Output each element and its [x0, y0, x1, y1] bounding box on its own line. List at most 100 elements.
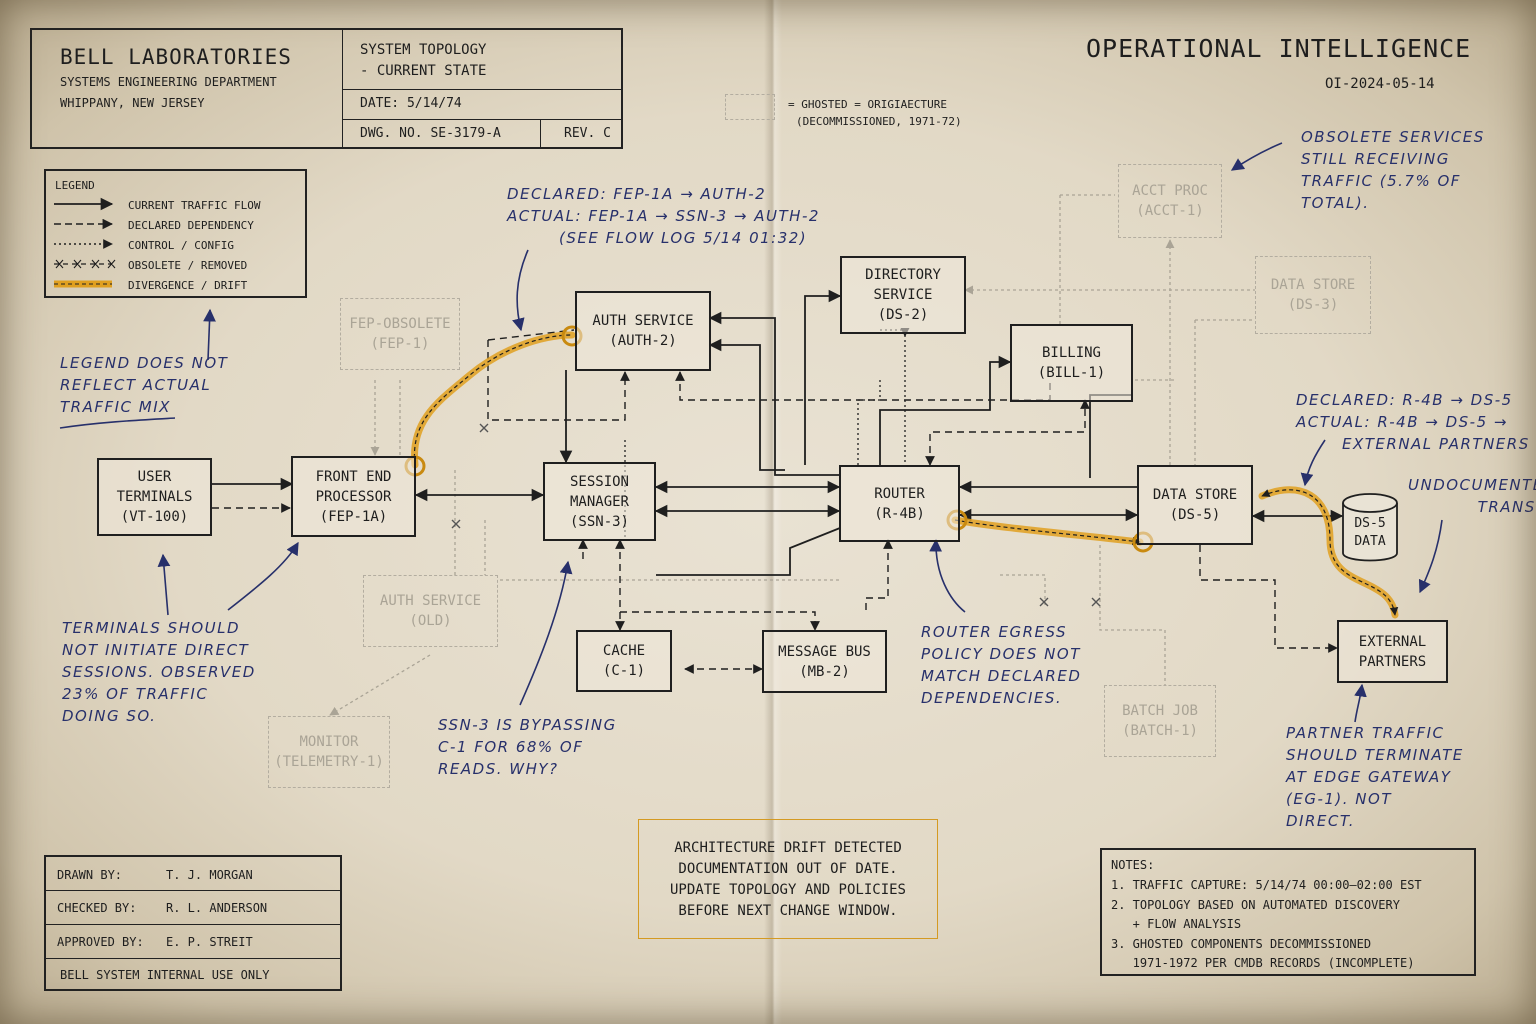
location: WHIPPANY, NEW JERSEY [60, 96, 205, 110]
legend-item-obsolete: OBSOLETE / REMOVED [128, 259, 248, 272]
legend-item-declared: DECLARED DEPENDENCY [128, 219, 254, 232]
annotation-line: DEPENDENCIES. [921, 689, 1063, 707]
ghost-key-swatch [725, 94, 775, 120]
node-label: ACCT PROC [1132, 183, 1208, 199]
annotation-line: TOTAL). [1301, 194, 1370, 212]
annotation-partner-note: PARTNER TRAFFIC SHOULD TERMINATE AT EDGE… [1286, 722, 1464, 832]
node-id: (R-4B) [874, 505, 925, 522]
alert-line: UPDATE TOPOLOGY AND POLICIES [669, 882, 906, 898]
ghost-key-sublabel: (DECOMMISSIONED, 1971-72) [796, 115, 962, 128]
annotation-line: AT EDGE GATEWAY [1286, 768, 1452, 786]
node-id: (BATCH-1) [1122, 723, 1198, 739]
classification: BELL SYSTEM INTERNAL USE ONLY [60, 968, 270, 982]
node-label: AUTH SERVICE [592, 313, 694, 329]
annotation-line: PARTNER TRAFFIC [1286, 724, 1445, 742]
annotation-ssn-note: SSN-3 IS BYPASSING C-1 FOR 68% OF READS.… [438, 714, 617, 780]
node-label: PARTNERS [1358, 653, 1427, 670]
annotation-line: LEGEND DOES NOT [60, 354, 229, 372]
annotation-line: (EG-1). NOT [1286, 790, 1392, 808]
node-id: (OLD) [409, 613, 452, 629]
node-id: (DS-5) [1169, 507, 1221, 523]
node-label: MONITOR [299, 734, 359, 750]
node-id: (DS-3) [1287, 297, 1339, 313]
alert-line: BEFORE NEXT CHANGE WINDOW. [678, 903, 898, 919]
checked-by-value: R. L. ANDERSON [166, 901, 268, 915]
annotation-line: 23% OF TRAFFIC [62, 685, 209, 703]
node-label: BILLING [1041, 345, 1101, 361]
node-label: MESSAGE BUS [778, 643, 871, 660]
signoff-block: DRAWN BY: T. J. MORGAN CHECKED BY: R. L.… [44, 855, 342, 991]
revision: REV. C [564, 126, 611, 141]
annotation-undocumented-note: UNDOCUMENTED TRANSIT. [1408, 474, 1536, 518]
annotation-line: POLICY DOES NOT [921, 645, 1081, 663]
annotation-line: (SEE FLOW LOG 5/14 01:32) [559, 229, 808, 247]
ds5-data-label: DS-5 DATA [1343, 515, 1397, 551]
document-id: OI-2024-05-14 [1325, 76, 1435, 92]
node-auth-service[interactable]: AUTH SERVICE (AUTH-2) [575, 291, 711, 371]
annotation-line: EXTERNAL PARTNERS [1342, 435, 1530, 453]
annotation-line: DIRECT. [1286, 812, 1355, 830]
ds5-cylinder [1342, 493, 1398, 562]
department: SYSTEMS ENGINEERING DEPARTMENT [60, 75, 277, 89]
annotation-line: OBSOLETE SERVICES [1301, 128, 1485, 146]
annotation-terminals-note: TERMINALS SHOULD NOT INITIATE DIRECT SES… [62, 617, 256, 727]
legend-item-drift: DIVERGENCE / DRIFT [128, 279, 248, 292]
checked-by-label: CHECKED BY: [57, 901, 137, 915]
node-router[interactable]: ROUTER (R-4B) [839, 465, 960, 542]
legend-item-traffic: CURRENT TRAFFIC FLOW [128, 199, 261, 212]
node-front-end-processor[interactable]: FRONT END PROCESSOR (FEP-1A) [291, 456, 416, 537]
node-user-terminals[interactable]: USER TERMINALS (VT-100) [97, 458, 212, 536]
annotation-line: TRAFFIC MIX [60, 398, 171, 416]
node-id: (DS-2) [877, 307, 929, 323]
annotation-line: MATCH DECLARED [921, 667, 1082, 685]
annotation-line: ACTUAL: R-4B → DS-5 → [1296, 413, 1508, 431]
node-id: (SSN-3) [569, 513, 629, 530]
node-id: (AUTH-2) [609, 333, 677, 349]
annotation-router-note: ROUTER EGRESS POLICY DOES NOT MATCH DECL… [921, 621, 1081, 709]
node-cache[interactable]: CACHE (C-1) [576, 630, 672, 692]
node-external-partners[interactable]: EXTERNAL PARTNERS [1337, 620, 1448, 683]
notes-title: NOTES: [1111, 858, 1155, 872]
org-name: BELL LABORATORIES [60, 45, 292, 69]
drawn-by-value: T. J. MORGAN [166, 868, 253, 882]
legend-title: LEGEND [55, 179, 95, 192]
node-label: PROCESSOR [315, 488, 392, 505]
node-billing[interactable]: BILLING (BILL-1) [1010, 324, 1133, 402]
node-label: ROUTER [874, 485, 925, 502]
drawing-title-2: - CURRENT STATE [360, 63, 487, 79]
node-id: (ACCT-1) [1136, 203, 1204, 219]
drawn-by-label: DRAWN BY: [57, 868, 123, 882]
node-label: CACHE [602, 643, 646, 659]
node-label: DATA STORE [1270, 277, 1356, 293]
node-label: FRONT END [315, 468, 392, 485]
legend-item-control: CONTROL / CONFIG [128, 239, 234, 252]
annotation-line: SHOULD TERMINATE [1286, 746, 1464, 764]
annotation-line: SESSIONS. OBSERVED [62, 663, 256, 681]
annotation-line: TRANSIT. [1477, 498, 1536, 516]
note-2b: + FLOW ANALYSIS [1111, 917, 1242, 931]
node-data-store[interactable]: DATA STORE (DS-5) [1137, 465, 1253, 545]
node-session-manager[interactable]: SESSION MANAGER (SSN-3) [543, 462, 656, 541]
node-label: USER [137, 469, 172, 485]
note-3b: 1971-1972 PER CMDB RECORDS (INCOMPLETE) [1111, 956, 1415, 970]
node-label: SERVICE [873, 287, 933, 303]
node-directory-service[interactable]: DIRECTORY SERVICE (DS-2) [840, 256, 966, 334]
annotation-line: ACTUAL: FEP-1A → SSN-3 → AUTH-2 [507, 207, 820, 225]
approved-by-value: E. P. STREIT [166, 935, 253, 949]
annotation-r4b-note: DECLARED: R-4B → DS-5 ACTUAL: R-4B → DS-… [1296, 389, 1530, 455]
notes-block: NOTES: 1. TRAFFIC CAPTURE: 5/14/74 00:00… [1100, 848, 1476, 976]
legend: LEGEND CURRENT TRAFFIC FLOW DECLARED DEP… [44, 169, 307, 298]
annotation-line: UNDOCUMENTED [1408, 476, 1536, 494]
node-label: DATA STORE [1152, 487, 1238, 503]
drawing-date: DATE: 5/14/74 [360, 96, 462, 111]
node-label: TERMINALS [116, 489, 193, 505]
title-block: BELL LABORATORIES SYSTEMS ENGINEERING DE… [30, 28, 623, 149]
drift-alert-box: ARCHITECTURE DRIFT DETECTED DOCUMENTATIO… [638, 819, 938, 939]
page-title: OPERATIONAL INTELLIGENCE [1086, 34, 1472, 63]
alert-line: DOCUMENTATION OUT OF DATE. [678, 861, 898, 877]
node-id: (MB-2) [799, 663, 850, 680]
node-auth-old: AUTH SERVICE (OLD) [363, 575, 498, 647]
node-message-bus[interactable]: MESSAGE BUS (MB-2) [762, 630, 887, 693]
